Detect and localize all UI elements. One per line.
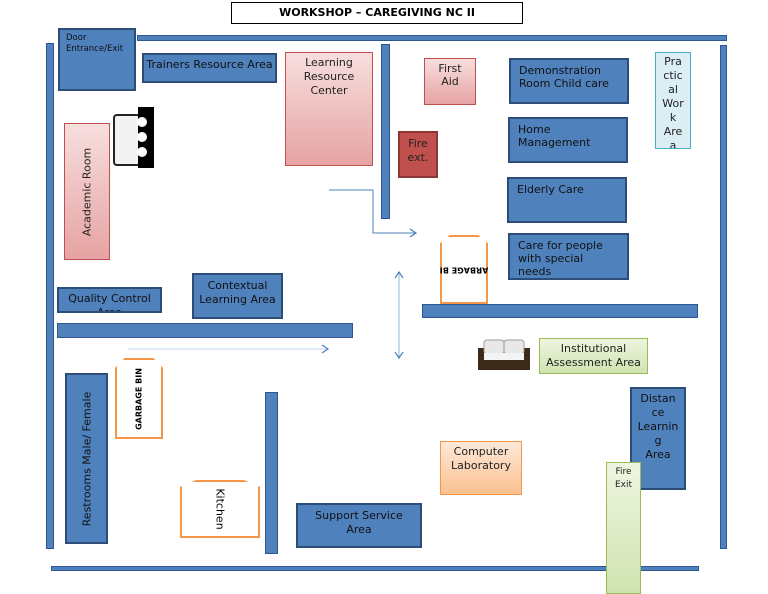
elderly-care: Elderly Care <box>507 177 627 223</box>
garbage-bin-1-label: GARBAGE BIN <box>433 265 495 274</box>
kitchen-label: Kitchen <box>213 488 227 530</box>
wall-left <box>46 43 54 549</box>
quality-control-area: Quality Control Area <box>57 287 162 313</box>
trainers-resource-area: Trainers Resource Area <box>142 53 277 83</box>
support-service-area: Support Service Area <box>296 503 422 548</box>
demonstration-room-child-care: Demonstration Room Child care <box>509 58 629 104</box>
restrooms-label: Restrooms Male/ Female <box>80 391 93 526</box>
learning-resource-center: Learning Resource Center <box>285 52 373 166</box>
computer-laboratory: Computer Laboratory <box>440 441 522 495</box>
kitchen: Kitchen <box>180 480 260 538</box>
wall-center-lower <box>265 392 278 554</box>
practical-work-area: Pra ctic al Wor k Are a <box>655 52 691 149</box>
wall-center-upper <box>381 44 390 219</box>
plan-title: WORKSHOP – CAREGIVING NC II <box>231 2 523 24</box>
double-arrow-vertical <box>394 270 404 360</box>
wall-right-middle <box>422 304 698 318</box>
contextual-learning-area: Contextual Learning Area <box>192 273 283 319</box>
academic-room-label: Academic Room <box>80 147 94 236</box>
home-management: Home Management <box>508 117 628 163</box>
sofa-icon <box>478 339 530 370</box>
garbage-bin-1: GARBAGE BIN <box>440 235 488 304</box>
institutional-assessment-area: Institutional Assessment Area <box>539 338 648 374</box>
restrooms: Restrooms Male/ Female <box>65 373 108 544</box>
academic-room: Academic Room <box>64 123 110 260</box>
door-entrance-exit: Door Entrance/Exit <box>58 28 136 91</box>
first-aid: First Aid <box>424 58 476 105</box>
wall-left-middle <box>57 323 353 338</box>
chairs-icon <box>113 107 154 168</box>
wall-bottom <box>51 566 699 571</box>
wall-right <box>720 45 727 549</box>
fire-exit: Fire Exit <box>606 462 641 594</box>
path-arrow-upper <box>329 189 418 238</box>
wall-top <box>137 35 727 41</box>
garbage-bin-2: GARBAGE BIN <box>115 358 163 439</box>
garbage-bin-2-label: GARBAGE BIN <box>134 367 144 430</box>
care-for-people-with-special-needs: Care for people with special needs <box>508 233 629 280</box>
fire-extinguisher: Fire ext. <box>398 131 438 178</box>
distance-learning-area: Distan ce Learnin g Area <box>630 387 686 490</box>
path-arrow-lower <box>128 344 330 354</box>
